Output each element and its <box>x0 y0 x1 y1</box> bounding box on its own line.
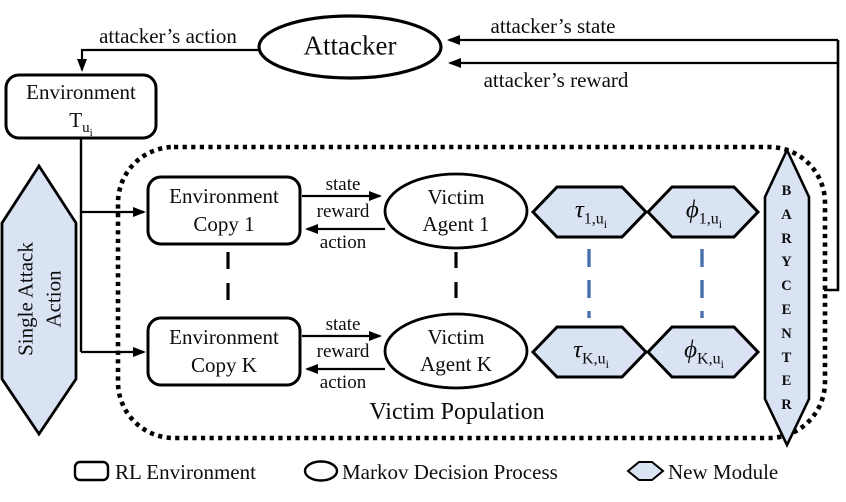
attacker-ellipse <box>257 14 443 80</box>
state-label-1: state <box>325 174 361 196</box>
victim-agent1-label: Victim Agent 1 <box>422 184 490 236</box>
victim-agent1-ellipse <box>383 172 529 250</box>
barycenter-label: BARYCENTER <box>781 183 792 414</box>
reward-label-1: reward <box>316 201 370 223</box>
legend-mdp-label: Markov Decision Process <box>342 460 558 484</box>
barycenter-feedback-line <box>824 40 840 292</box>
attackers-action-arrow <box>77 48 259 72</box>
environment-copyk-label: Environment Copy K <box>169 325 279 377</box>
tauk-label: τK,ui <box>573 336 609 371</box>
attackers-reward-label: attacker’s reward <box>483 67 629 92</box>
victim-population-label: Victim Population <box>369 399 545 426</box>
barycenter-hexagon <box>763 146 811 449</box>
attackers-action-label: attacker’s action <box>99 23 237 48</box>
action-label-1: action <box>319 232 367 254</box>
single-attack-hexagon <box>0 163 78 437</box>
legend-mdp-icon <box>303 460 339 482</box>
environment-copyk-box <box>146 316 302 387</box>
legend-rl-environment-label: RL Environment <box>115 460 256 484</box>
environment-copy1-box <box>146 175 302 246</box>
state-label-k: state <box>325 314 361 336</box>
attacker-label: Attacker <box>303 30 397 61</box>
environment-tui-label: Environment Tui <box>26 80 136 139</box>
legend-new-module-label: New Module <box>668 460 779 484</box>
action-label-k: action <box>319 372 367 394</box>
single-attack-label: Single Attack Action <box>13 242 66 356</box>
legend-rl-environment-icon <box>73 460 110 482</box>
attackers-state-label: attacker’s state <box>490 13 616 38</box>
phik-hexagon <box>645 325 761 379</box>
victim-agentk-ellipse <box>383 312 529 390</box>
tau1-label: τ1,ui <box>574 196 608 231</box>
environment-tui-box <box>4 73 158 140</box>
victim-population-boundary <box>115 144 828 441</box>
environment-copy1-label: Environment Copy 1 <box>169 184 279 236</box>
phi1-hexagon <box>645 185 761 239</box>
phi1-label: ϕ1,ui <box>685 196 723 231</box>
phik-label: ϕK,ui <box>684 336 724 371</box>
reward-label-k: reward <box>316 341 370 363</box>
victim-agentk-label: Victim Agent K <box>420 324 492 376</box>
legend-new-module-icon <box>626 461 665 481</box>
